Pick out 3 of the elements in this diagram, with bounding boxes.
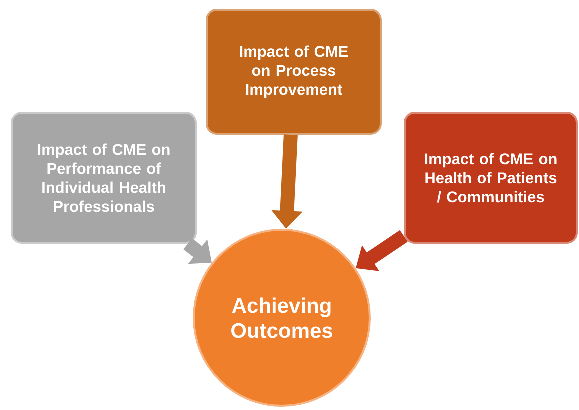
- process-box: Impact of CME on Performance of Individual Health Professionals: [11, 112, 197, 244]
- process-box: Impact of CME on Health of Patients / Communities: [404, 112, 578, 244]
- process-box: Impact of CME on Process Improvement: [206, 9, 382, 135]
